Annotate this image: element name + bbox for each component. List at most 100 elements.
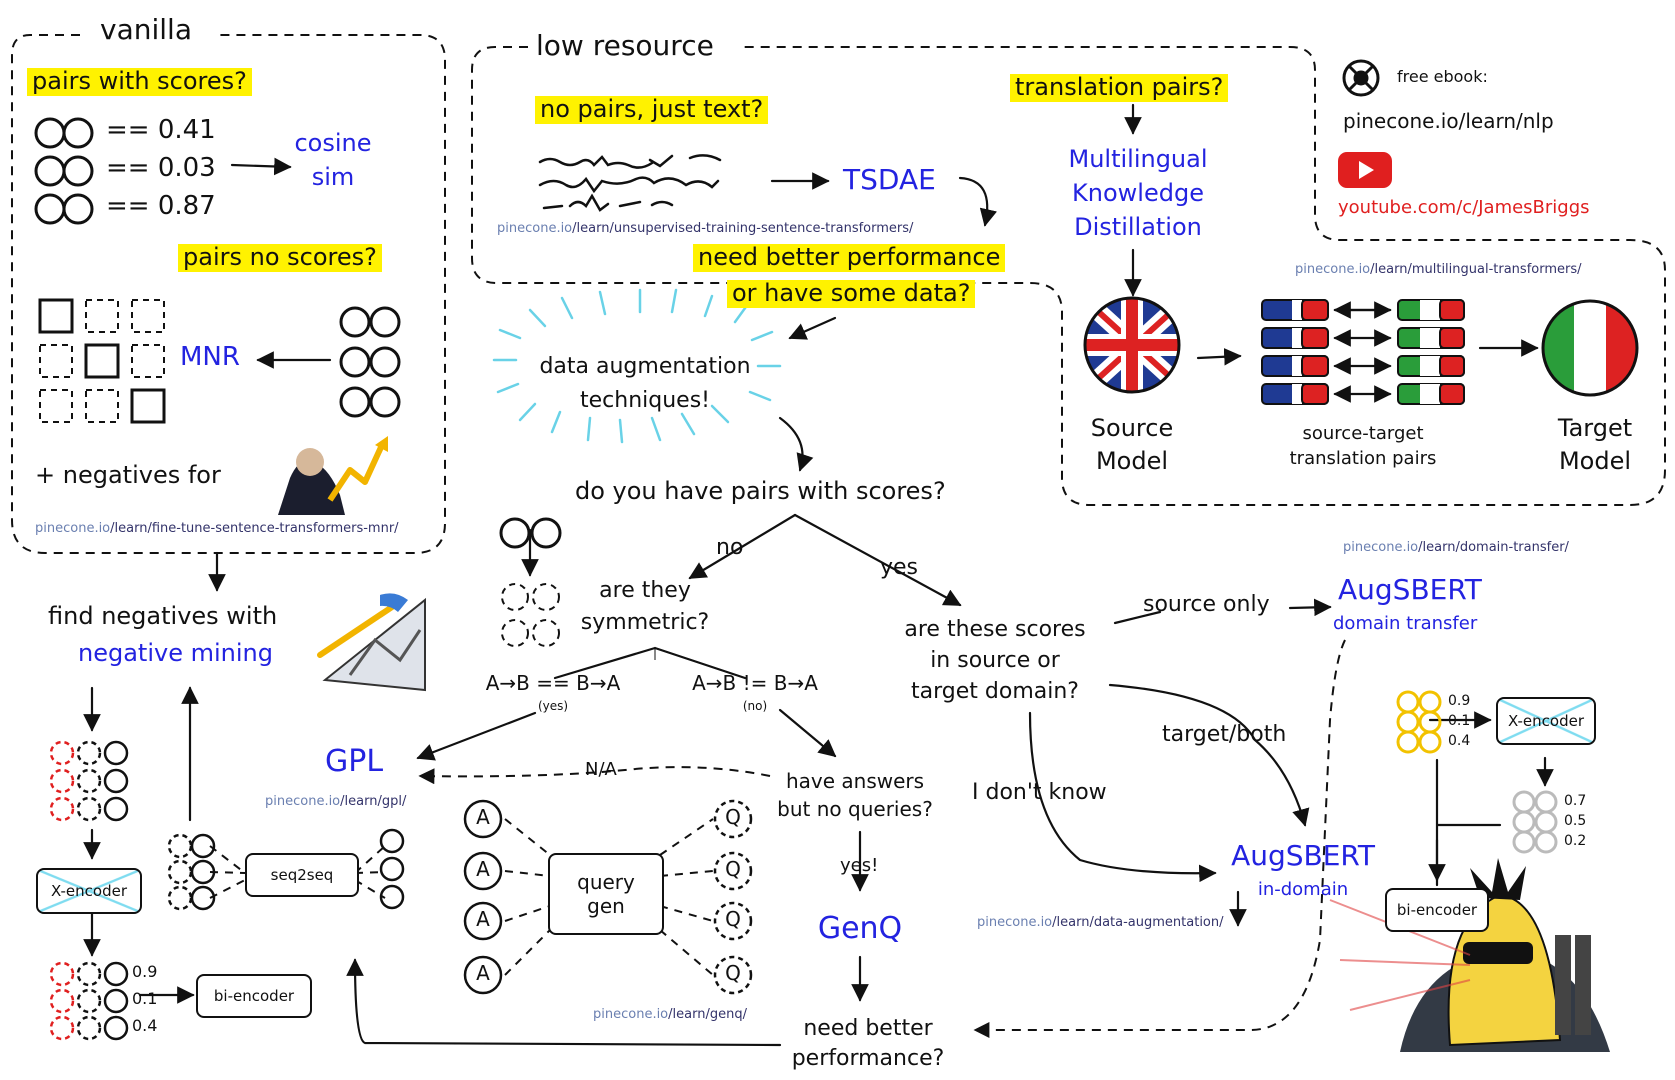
target-model-label-2: Model (1558, 447, 1632, 475)
multilingual-label-1: Multilingual (1068, 145, 1208, 173)
dt-score-in-0: 0.9 (1448, 693, 1471, 709)
answer-label: A (476, 907, 490, 931)
i-dont-know-label: I don't know (972, 780, 1107, 805)
need-better-performance-line-1: need better performance (693, 243, 1006, 272)
multilingual-label-3: Distillation (1074, 213, 1202, 241)
vanilla-region-border (11, 34, 446, 554)
no-branch-label: no (716, 535, 744, 560)
query-gen-line-2: gen (587, 894, 625, 918)
gpl-label: GPL (325, 744, 384, 779)
na-label: N/A (585, 759, 617, 780)
are-they-symmetric-line-1: are they (599, 578, 691, 603)
negative-mining-label: negative mining (78, 639, 273, 667)
answer-label: A (476, 805, 490, 829)
mnr-label: MNR (180, 342, 240, 372)
target-model-label-1: Target (1557, 414, 1633, 442)
ebook-url-link[interactable]: pinecone.io/learn/nlp (1343, 109, 1554, 133)
vanilla-link-domain: pinecone.io (35, 521, 111, 536)
cosine-sim-label-2: sim (311, 163, 355, 191)
x-encoder-box: X-encoder (36, 868, 142, 914)
data-augmentation-link[interactable]: pinecone.io/learn/data-augmentation/ (977, 915, 1224, 931)
seq2seq-box: seq2seq (245, 853, 359, 897)
asymmetric-no-label: (no) (742, 699, 768, 713)
na-dashed-arrow (418, 766, 771, 785)
stonks-meme-icon (278, 436, 388, 515)
symmetric-equation: A→B == B→A (485, 671, 621, 695)
query-gen-box: query gen (548, 853, 664, 935)
source-model-uk-flag-icon (1083, 296, 1181, 394)
tsdae-link[interactable]: pinecone.io/learn/unsupervised-training-… (497, 221, 913, 237)
yellow-score-circles (1396, 690, 1442, 754)
augsbert-domain-transfer-sub: domain transfer (1333, 613, 1478, 634)
translation-pairs-label-1: source-target (1302, 423, 1424, 444)
score-1: == 0.03 (106, 153, 216, 183)
asymmetric-equation: A→B != B→A (692, 671, 818, 695)
query-label: Q (725, 961, 741, 985)
grey-score-circles (1512, 790, 1558, 854)
pickaxe-mining-icon (317, 593, 426, 692)
score-pair-circles (34, 117, 94, 225)
data-augmentation-burst (492, 288, 782, 444)
youtube-link[interactable]: youtube.com/c/JamesBriggs (1338, 197, 1590, 218)
are-these-scores-line-3: target domain? (911, 679, 1079, 704)
answer-label: A (476, 857, 490, 881)
nm-score-1: 0.1 (132, 989, 158, 1008)
youtube-logo-icon (1338, 152, 1392, 188)
are-these-scores-line-1: are these scores (904, 617, 1086, 642)
domain-transfer-link-domain: pinecone.io (1343, 540, 1419, 555)
source-model-label-1: Source (1090, 414, 1174, 442)
domain-transfer-link-path: /learn/domain-transfer/ (1418, 540, 1569, 555)
multilingual-label-2: Knowledge (1072, 179, 1204, 207)
genq-label: GenQ (817, 911, 903, 946)
multilingual-link-path: /learn/multilingual-transformers/ (1370, 262, 1582, 277)
genq-link-domain: pinecone.io (593, 1007, 669, 1022)
query-label: Q (725, 805, 741, 829)
data-augmentation-link-path: /learn/data-augmentation/ (1052, 915, 1224, 930)
low-resource-title: low resource (528, 29, 722, 63)
target-both-label: target/both (1162, 722, 1287, 747)
are-they-symmetric-line-2: symmetric? (580, 610, 710, 635)
dt-score-in-1: 0.1 (1448, 713, 1471, 729)
find-negatives-label: find negatives with (48, 602, 278, 630)
dt-score-out-0: 0.7 (1564, 793, 1587, 809)
robot-character-icon (1329, 858, 1610, 1052)
data-augmentation-link-domain: pinecone.io (977, 915, 1053, 930)
translation-pair-bars (1261, 299, 1465, 405)
have-answers-line-1: have answers (785, 769, 925, 793)
translation-pairs-label-2: translation pairs (1289, 448, 1437, 469)
source-only-label: source only (1143, 592, 1270, 617)
query-circles (713, 799, 753, 995)
symmetric-yes-label: (yes) (537, 699, 569, 713)
no-pairs-question: no pairs, just text? (535, 95, 769, 124)
do-you-have-pairs-question: do you have pairs with scores? (575, 477, 946, 505)
yes-branch-label: yes (880, 555, 919, 580)
augsbert-domain-transfer-label: AugSBERT (1338, 573, 1482, 606)
text-scribbles (538, 154, 722, 212)
genq-link[interactable]: pinecone.io/learn/genq/ (593, 1007, 747, 1023)
pairs-no-scores-question: pairs no scores? (178, 243, 382, 272)
augsbert-in-domain-sub: in-domain (1257, 879, 1349, 900)
dt-bi-encoder-box: bi-encoder (1385, 888, 1489, 932)
negatives-for-label: + negatives for (35, 461, 221, 489)
gpl-link[interactable]: pinecone.io/learn/gpl/ (265, 794, 407, 810)
cosine-sim-label-1: cosine (294, 129, 372, 157)
low-resource-region-border (471, 46, 1666, 506)
yes-bang-label: yes! (840, 855, 879, 876)
need-better-performance-2-line-1: need better (803, 1016, 933, 1041)
vanilla-link[interactable]: pinecone.io/learn/fine-tune-sentence-tra… (35, 521, 399, 537)
answer-label: A (476, 961, 490, 985)
mnr-matrix (38, 298, 166, 424)
dt-score-out-1: 0.5 (1564, 813, 1587, 829)
gpl-link-path: /learn/gpl/ (340, 794, 407, 809)
pinecone-logo-icon (1342, 59, 1380, 97)
score-0: == 0.41 (106, 115, 216, 145)
data-augmentation-line-1: data augmentation (539, 354, 751, 379)
target-model-italy-flag-icon (1541, 299, 1639, 397)
multilingual-link[interactable]: pinecone.io/learn/multilingual-transform… (1295, 262, 1582, 278)
have-answers-line-2: but no queries? (777, 797, 933, 821)
domain-transfer-link[interactable]: pinecone.io/learn/domain-transfer/ (1343, 540, 1569, 556)
answer-circles (463, 799, 503, 995)
tsdae-link-domain: pinecone.io (497, 221, 573, 236)
are-these-scores-line-2: in source or (930, 648, 1060, 673)
multilingual-link-domain: pinecone.io (1295, 262, 1371, 277)
